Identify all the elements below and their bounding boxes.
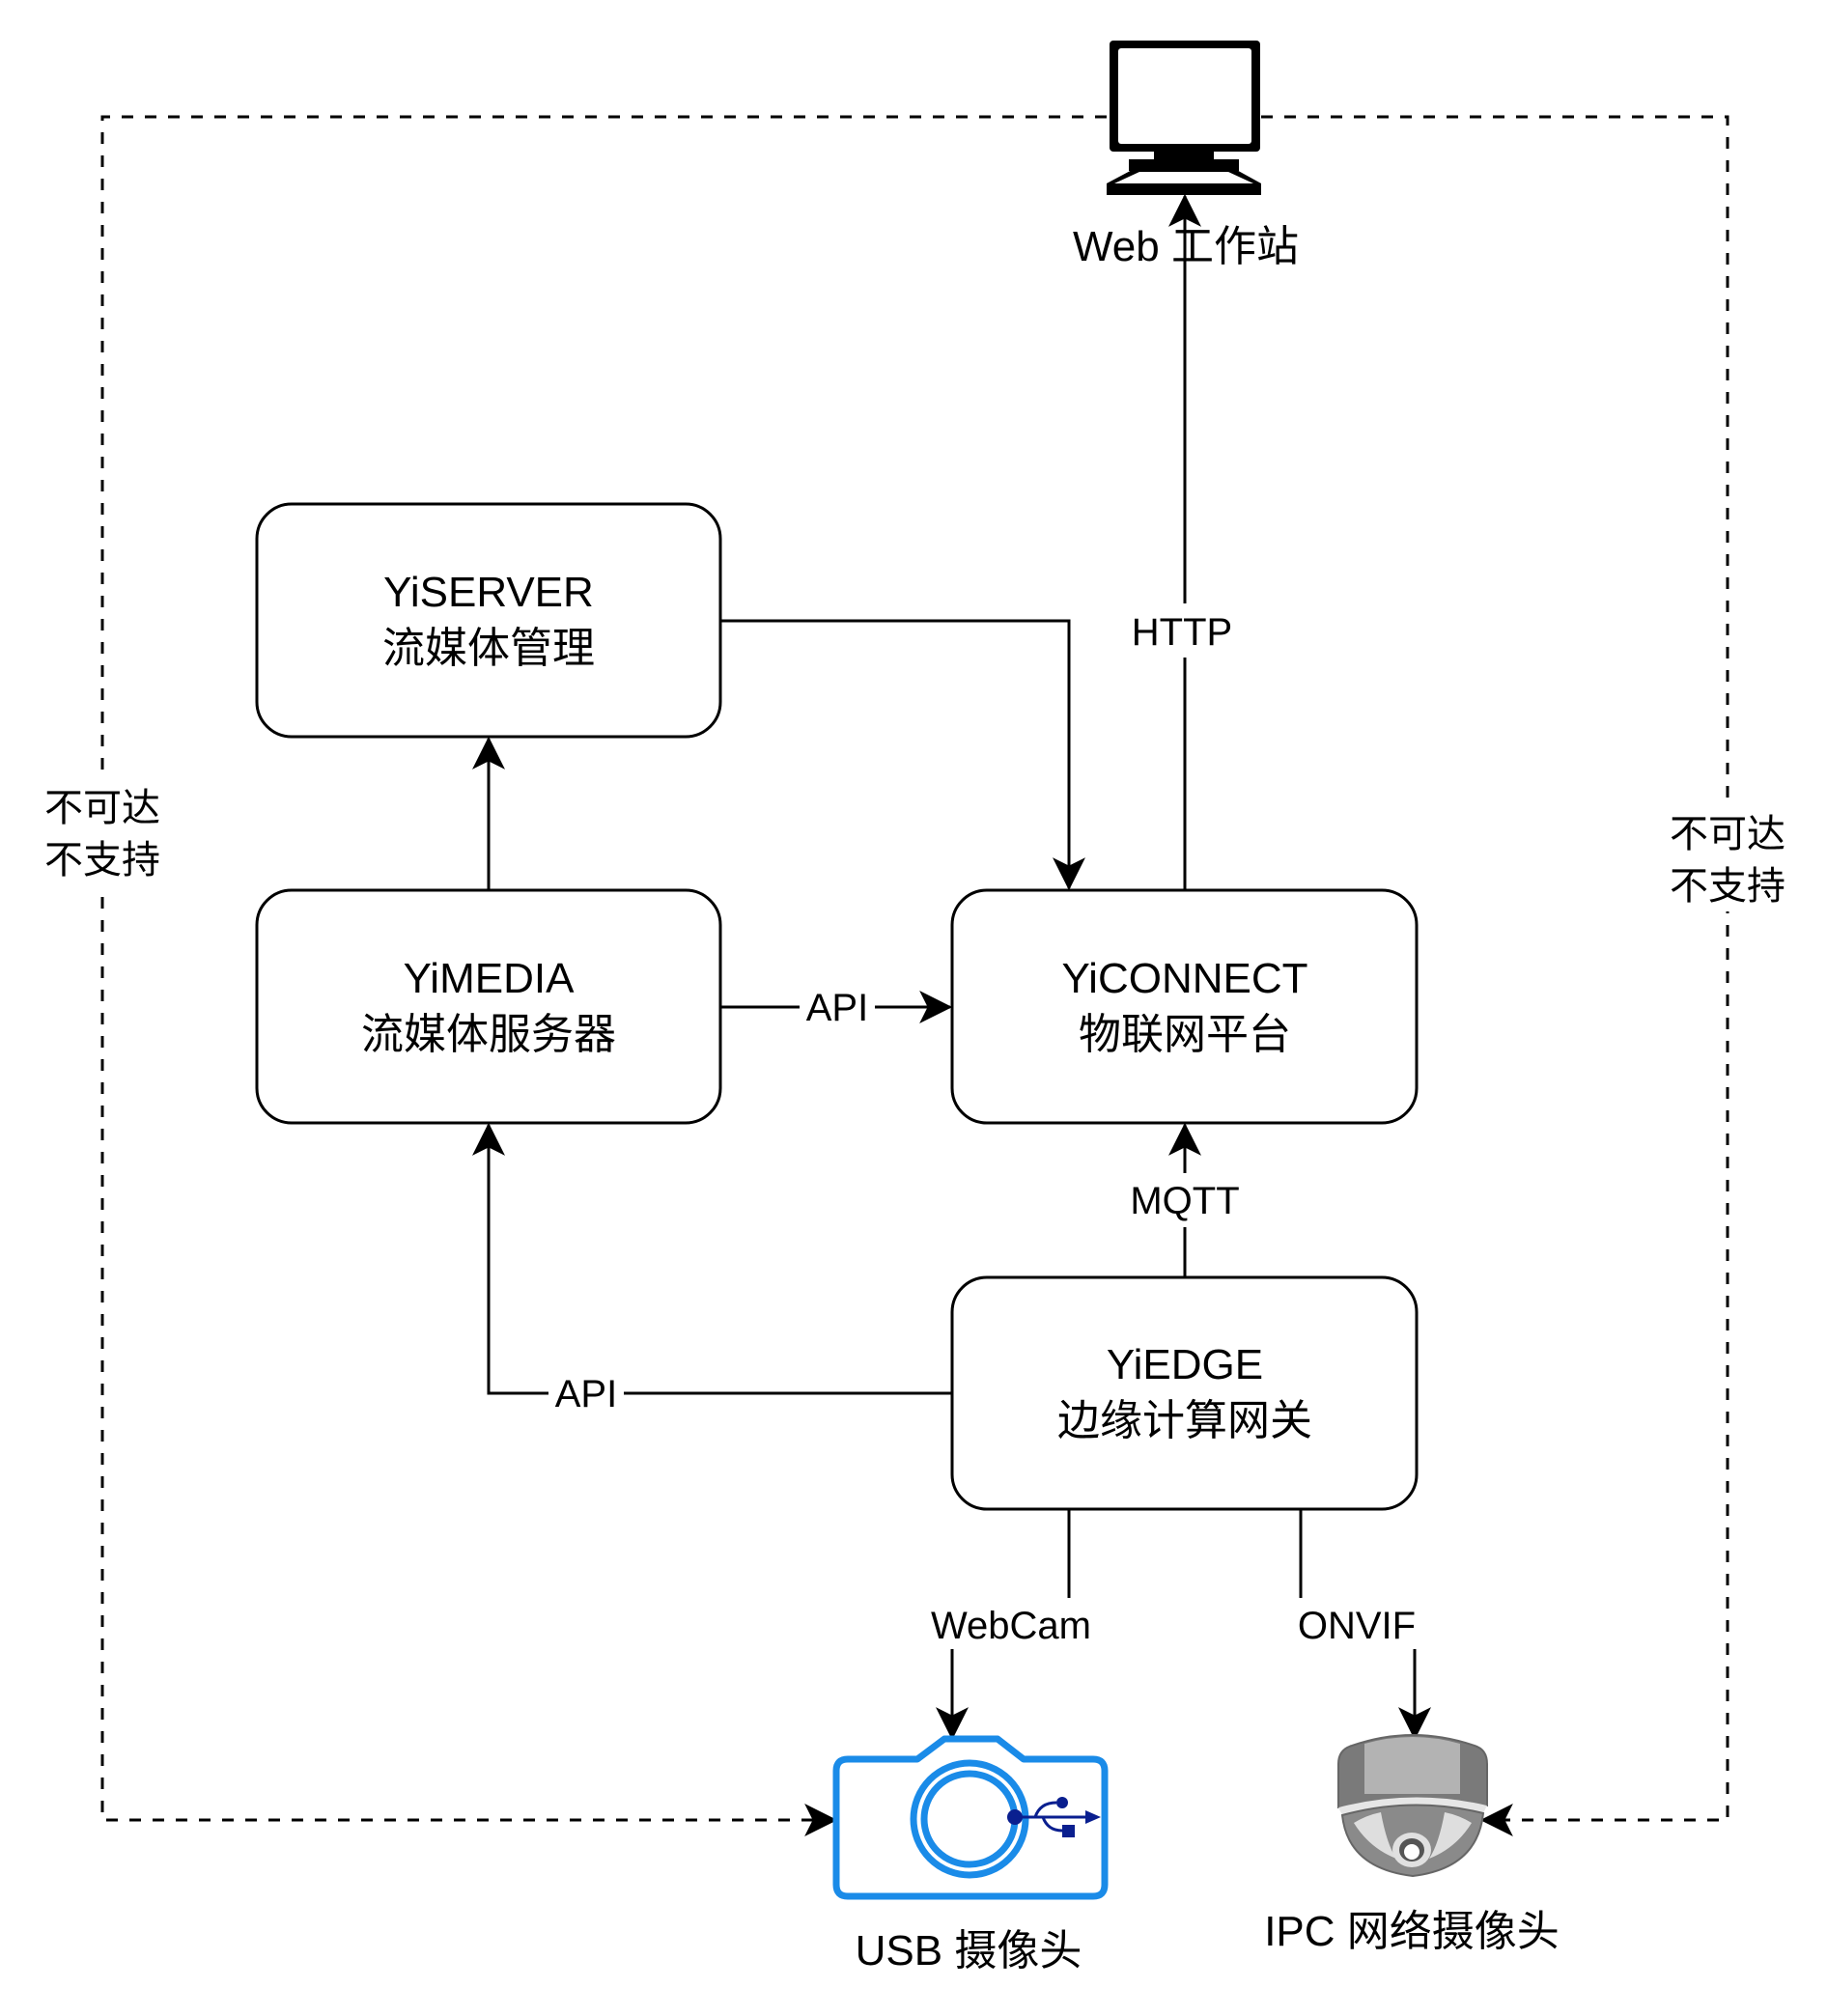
node-title: YiCONNECT bbox=[1061, 955, 1307, 1002]
edge-label-bg bbox=[800, 983, 875, 1031]
edge-label-bg bbox=[1120, 1173, 1250, 1227]
dome-camera-icon[interactable] bbox=[1337, 1734, 1488, 1878]
usb-camera-label: USB 摄像头 bbox=[856, 1927, 1082, 1974]
unreachable-right-line2: 不支持 bbox=[1670, 865, 1785, 908]
node-yiserver[interactable]: YiSERVER 流媒体管理 bbox=[255, 502, 722, 739]
edge-label-api-1: API bbox=[806, 987, 868, 1029]
edge-label-bg bbox=[1120, 603, 1250, 658]
edge-label-http: HTTP bbox=[1132, 611, 1232, 654]
edge-yiedge-to-yimedia bbox=[472, 1122, 952, 1395]
edge-label-mqtt: MQTT bbox=[1130, 1180, 1239, 1222]
node-title: YiEDGE bbox=[1107, 1341, 1263, 1388]
node-title: YiMEDIA bbox=[404, 955, 575, 1002]
edge-label-api-2: API bbox=[555, 1373, 617, 1415]
edge-yiserver-to-yiconnect bbox=[720, 619, 1085, 891]
node-yimedia[interactable]: YiMEDIA 流媒体服务器 bbox=[255, 888, 722, 1125]
edge-label-onvif: ONVIF bbox=[1298, 1605, 1416, 1647]
unreachable-left-line1: 不可达 bbox=[44, 787, 160, 829]
node-subtitle: 物联网平台 bbox=[1079, 1011, 1291, 1058]
node-subtitle: 流媒体服务器 bbox=[361, 1011, 616, 1058]
left-label-bg bbox=[35, 780, 170, 886]
usb-symbol-icon bbox=[1007, 1797, 1101, 1837]
unreachable-right-line1: 不可达 bbox=[1670, 813, 1785, 855]
unreachable-boundary: 不可达 不支持 不可达 不支持 bbox=[35, 115, 1795, 1836]
dashed-edge-right bbox=[1261, 115, 1729, 1836]
node-yiconnect[interactable]: YiCONNECT 物联网平台 bbox=[950, 888, 1419, 1125]
dashed-edge-left bbox=[100, 115, 1107, 1836]
edge-label-bg bbox=[548, 1369, 624, 1417]
monitor-icon[interactable] bbox=[1107, 41, 1261, 195]
node-subtitle: 边缘计算网关 bbox=[1057, 1397, 1312, 1444]
ipc-camera-label: IPC 网络摄像头 bbox=[1264, 1908, 1560, 1955]
unreachable-left-line2: 不支持 bbox=[44, 839, 160, 882]
right-label-bg bbox=[1660, 805, 1795, 911]
edge-label-webcam: WebCam bbox=[931, 1605, 1091, 1647]
node-yiedge[interactable]: YiEDGE 边缘计算网关 bbox=[950, 1275, 1419, 1511]
usb-camera-icon[interactable] bbox=[832, 1735, 1109, 1900]
node-subtitle: 流媒体管理 bbox=[382, 625, 595, 672]
node-title: YiSERVER bbox=[383, 569, 594, 616]
edges: HTTP API MQTT API WebCam ONVIF bbox=[472, 193, 1431, 1741]
